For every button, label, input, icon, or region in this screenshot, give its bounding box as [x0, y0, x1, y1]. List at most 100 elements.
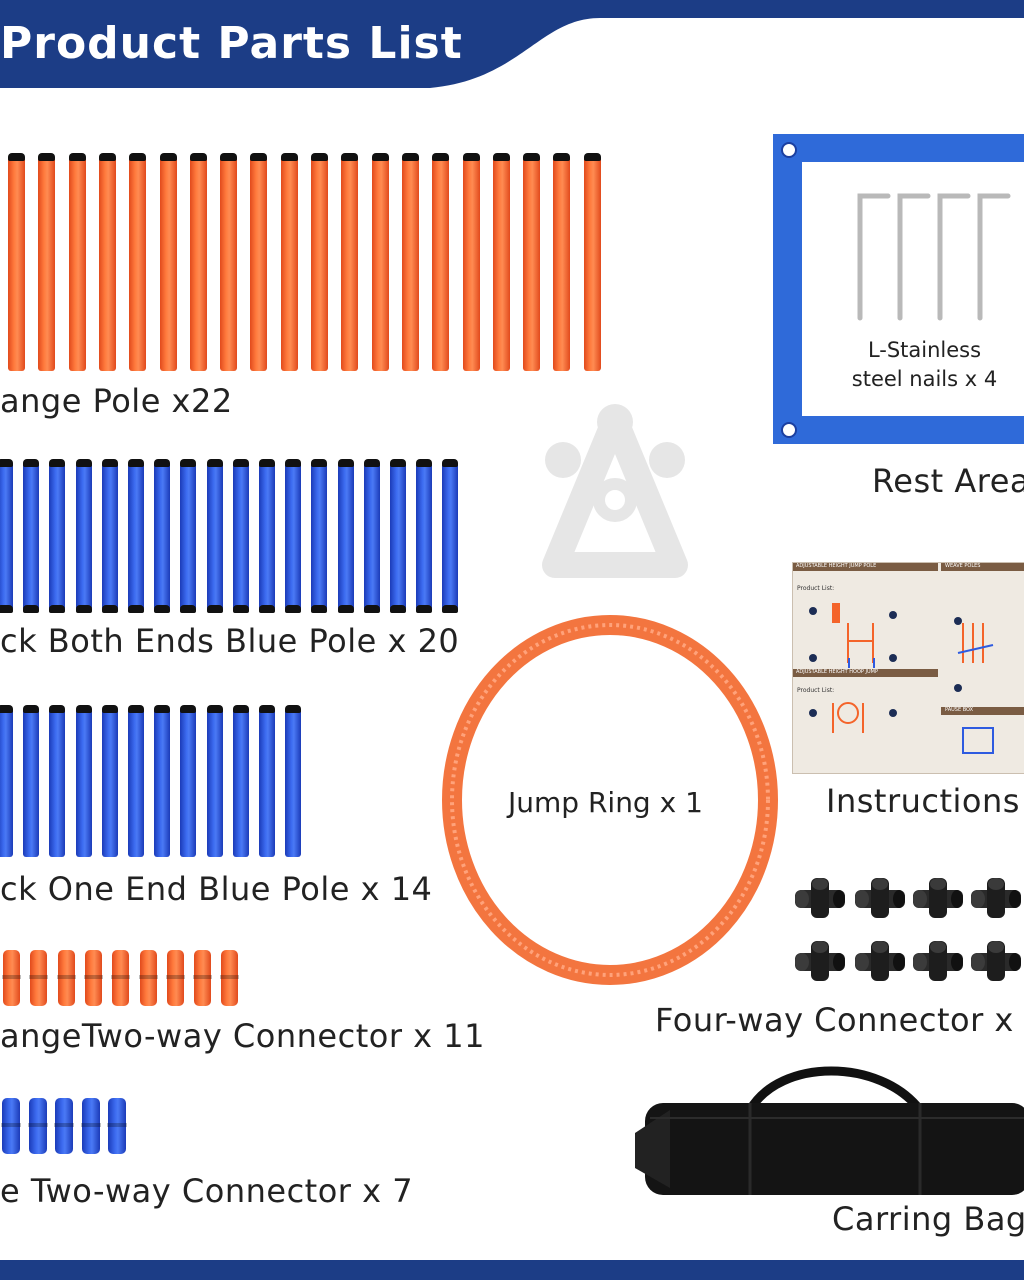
- instr-title: WEAVE POLES: [945, 563, 981, 569]
- orange-pole: [220, 153, 238, 371]
- orange-connector: [2, 950, 21, 1006]
- blue-pole: [75, 705, 92, 857]
- orange-pole: [38, 153, 56, 371]
- nails-label-line2: steel nails x 4: [851, 367, 998, 391]
- blue-connector: [80, 1098, 101, 1154]
- blue-pole: [206, 705, 223, 857]
- blue-pole: [154, 459, 171, 613]
- orange-pole: [98, 153, 116, 371]
- pole-cap: [0, 605, 13, 613]
- connector-band: [83, 975, 103, 979]
- blue-pole: [23, 459, 40, 613]
- pole-cap: [259, 605, 275, 613]
- orange-connector: [165, 950, 185, 1006]
- rest-area-inner: [802, 162, 1024, 416]
- instr-title: PAUSE BOX: [945, 707, 974, 713]
- pole-cap: [232, 705, 249, 713]
- pole-cap: [129, 153, 147, 161]
- carrying-bag-image: [635, 1066, 1024, 1195]
- pole-cap: [285, 605, 302, 613]
- instr-header-bar: [793, 563, 938, 571]
- blue-pole: [101, 459, 118, 613]
- pole-cap: [23, 705, 40, 713]
- orange-pole: [68, 153, 86, 371]
- orange-connector: [56, 950, 76, 1006]
- blue-pole: [75, 459, 92, 613]
- pole-cap: [8, 153, 25, 161]
- pole-cap: [250, 153, 268, 161]
- pole-cap: [49, 605, 66, 613]
- blue-pole: [0, 705, 13, 857]
- blue-connector-label: e Two-way Connector x 7: [0, 1172, 414, 1210]
- pole-cap: [49, 459, 66, 467]
- instr-header-bar: [941, 563, 1024, 571]
- pole-cap: [553, 153, 571, 161]
- blue-pole: [390, 459, 406, 613]
- footer-bar: [0, 1260, 1024, 1280]
- grommet-icon: [781, 422, 797, 438]
- blue-connector: [27, 1098, 48, 1154]
- instr-product-list: Product List:: [797, 585, 835, 592]
- carrying-bag-label: Carring Bag: [832, 1200, 1024, 1238]
- pole-cap: [38, 153, 56, 161]
- blue-pole: [101, 705, 118, 857]
- pole-cap: [462, 153, 480, 161]
- connector-band: [2, 975, 21, 979]
- instructions-sheet: ADJUSTABLE HEIGHT JUMP POLE WEAVE POLES …: [792, 562, 1024, 774]
- pole-cap: [416, 459, 433, 467]
- pole-cap: [98, 153, 116, 161]
- blue-pole-one-group: [0, 705, 310, 857]
- pole-cap: [363, 459, 380, 467]
- pole-cap: [75, 605, 92, 613]
- pole-cap: [259, 459, 275, 467]
- instr-title: ADJUSTABLE HEIGHT JUMP POLE: [796, 563, 877, 569]
- pole-cap: [101, 605, 118, 613]
- orange-connector: [83, 950, 103, 1006]
- blue-pole: [285, 459, 302, 613]
- blue-pole-both-group: [0, 459, 470, 613]
- orange-pole: [492, 153, 510, 371]
- orange-pole-group: [0, 153, 610, 373]
- pole-cap: [311, 605, 328, 613]
- nails-label-line1: L-Stainless: [867, 338, 982, 362]
- pole-cap: [154, 705, 171, 713]
- four-way-connector-label: Four-way Connector x: [655, 1001, 1014, 1039]
- blue-pole: [442, 459, 459, 613]
- connector-band: [111, 975, 131, 979]
- pole-cap: [390, 605, 406, 613]
- blue-pole: [49, 459, 66, 613]
- pole-cap: [0, 459, 13, 467]
- blue-pole: [128, 705, 144, 857]
- header-banner: [0, 0, 1024, 88]
- blue-pole-both-label: ck Both Ends Blue Pole x 20: [0, 622, 460, 660]
- pole-cap: [128, 605, 144, 613]
- instructions-diagram: [809, 603, 994, 754]
- connector-band: [56, 975, 76, 979]
- blue-pole: [259, 705, 275, 857]
- orange-pole: [311, 153, 328, 371]
- pole-cap: [128, 459, 144, 467]
- pole-cap: [280, 153, 298, 161]
- pole-cap: [432, 153, 450, 161]
- blue-connector: [54, 1098, 74, 1154]
- pole-cap: [180, 705, 197, 713]
- pole-cap: [101, 705, 118, 713]
- nails-image: [857, 193, 1011, 321]
- orange-pole: [8, 153, 25, 371]
- blue-connector: [107, 1098, 127, 1154]
- pole-cap: [337, 459, 354, 467]
- blue-pole: [337, 459, 354, 613]
- orange-pole: [189, 153, 207, 371]
- orange-pole: [280, 153, 298, 371]
- pole-cap: [311, 459, 328, 467]
- jump-ring-label: Jump Ring x 1: [508, 786, 703, 819]
- pole-cap: [442, 459, 459, 467]
- pole-cap: [285, 459, 302, 467]
- orange-connector: [220, 950, 240, 1006]
- blue-pole: [154, 705, 171, 857]
- orange-connector: [29, 950, 49, 1006]
- blue-connector-group: [0, 1098, 130, 1156]
- pole-cap: [23, 459, 40, 467]
- orange-pole: [341, 153, 359, 371]
- blue-pole-one-label: ck One End Blue Pole x 14: [0, 870, 433, 908]
